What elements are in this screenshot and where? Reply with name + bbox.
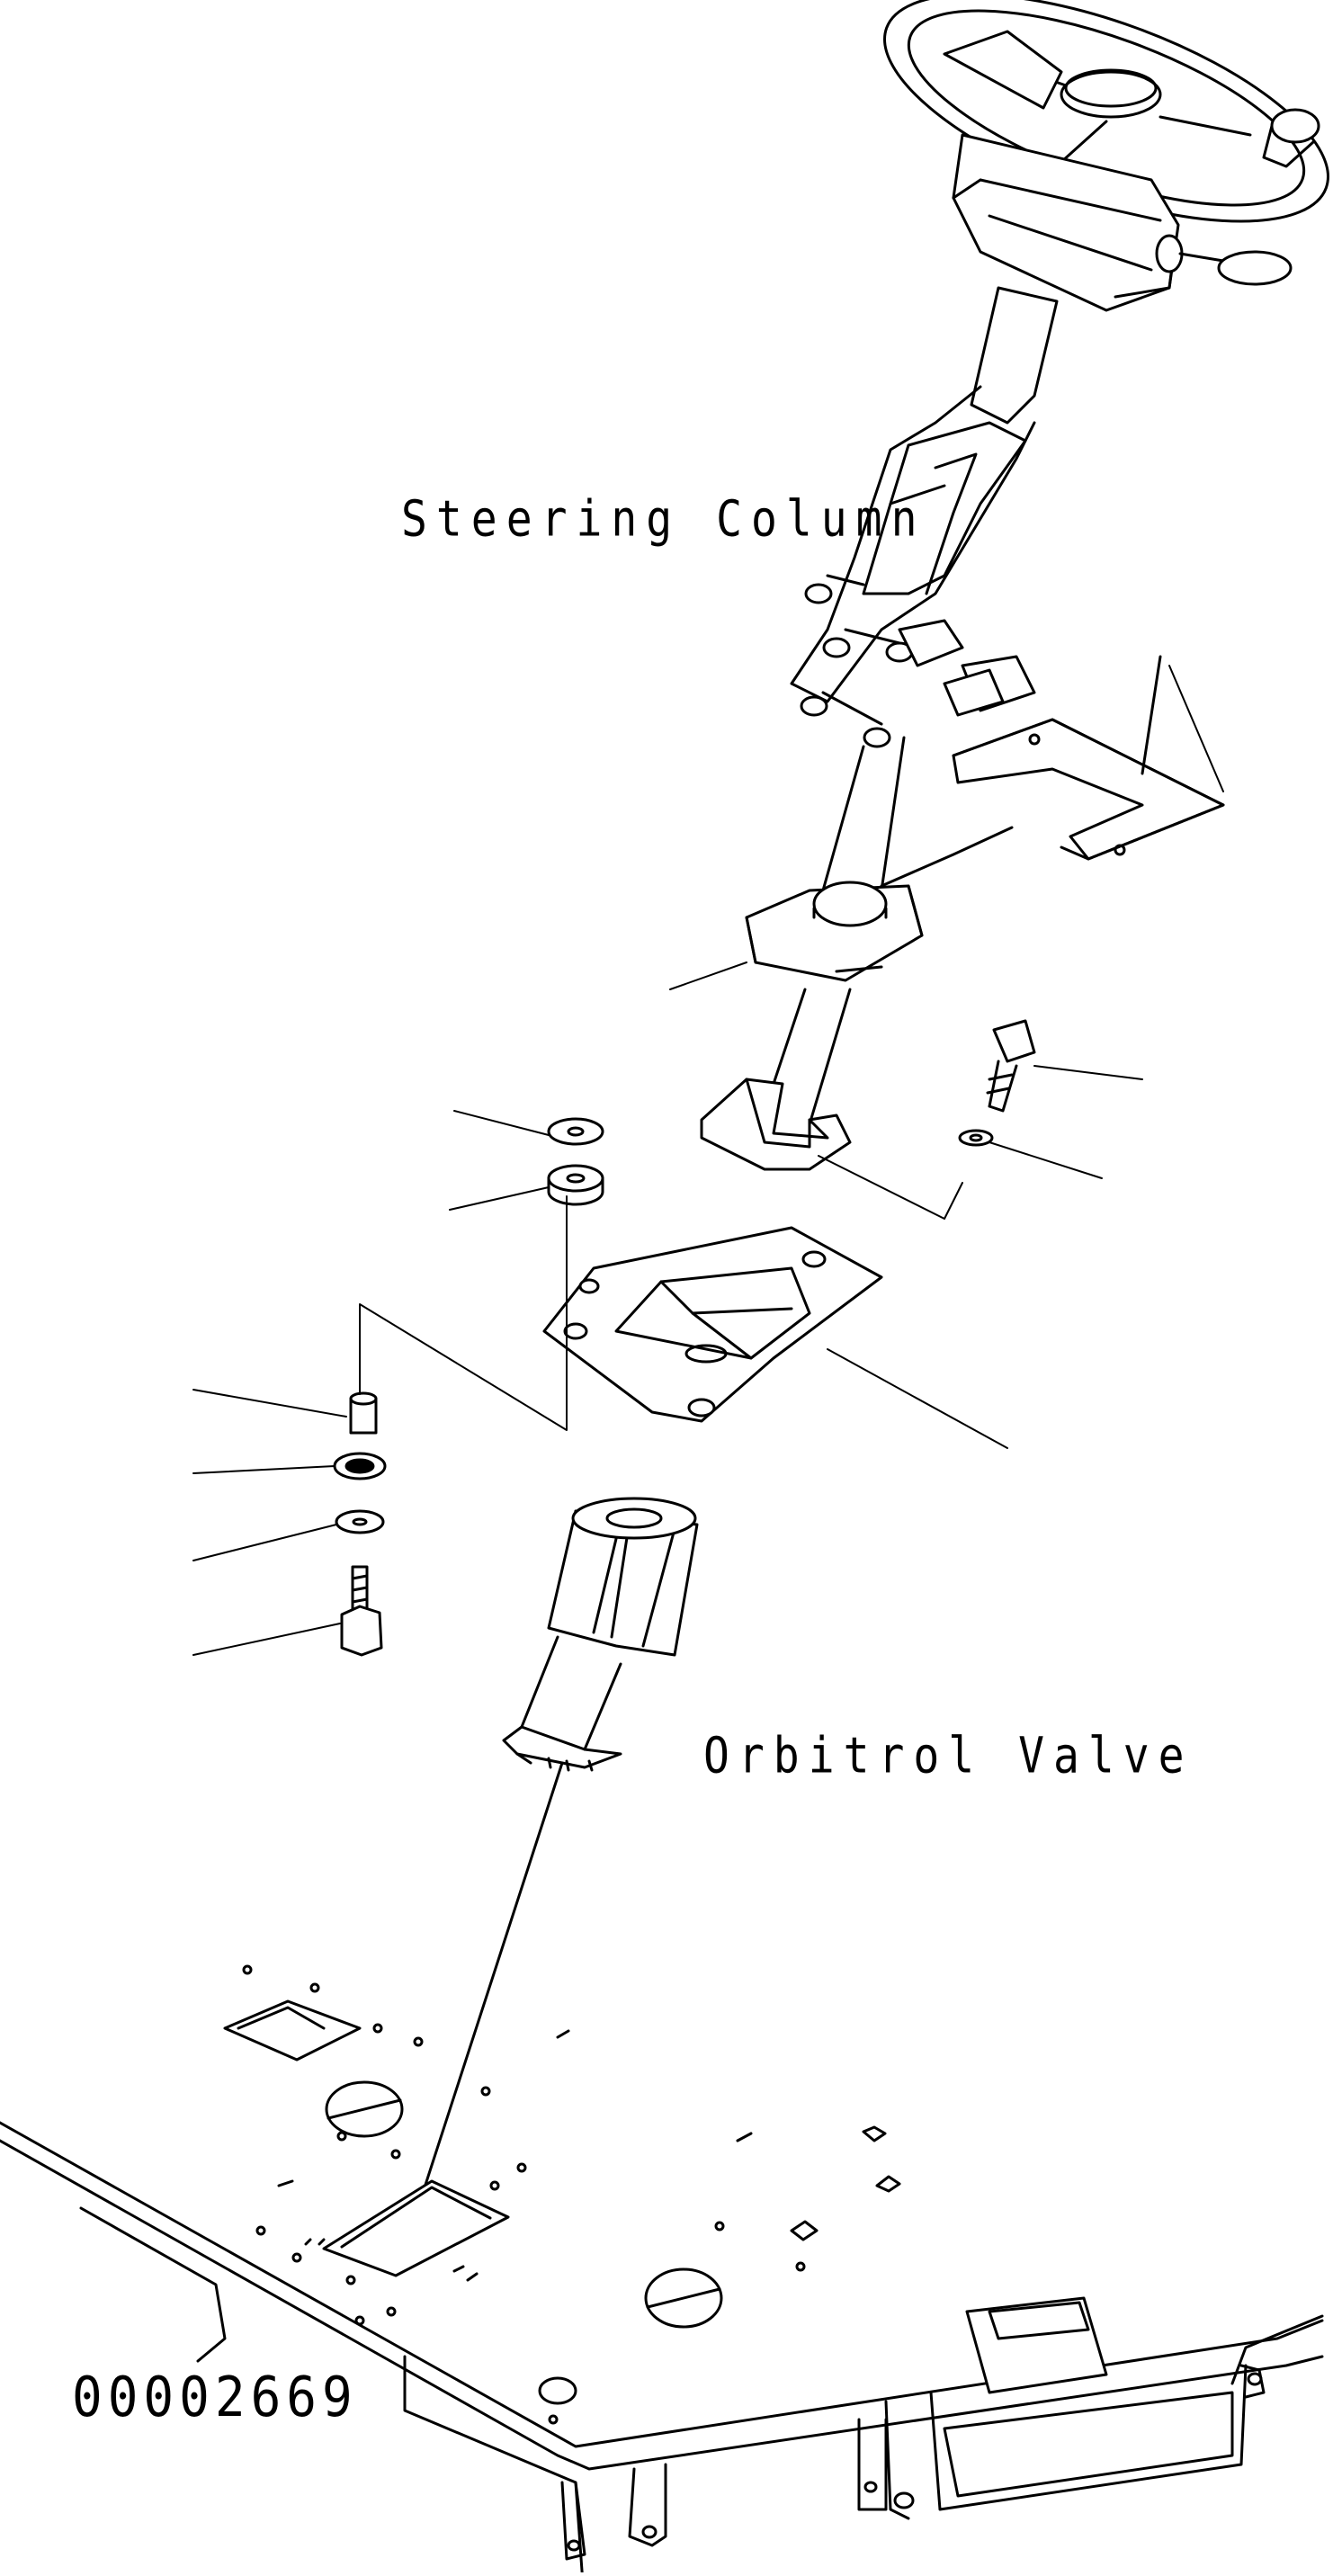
bolt-right xyxy=(958,1019,1036,1147)
steering-wheel xyxy=(883,0,1329,223)
mounting-plate xyxy=(542,1226,883,1423)
lower-bracket xyxy=(700,1078,852,1171)
tilt-bracket xyxy=(790,286,1059,748)
steering-column-label: Steering Column xyxy=(401,490,926,549)
floor-plate xyxy=(0,1964,1324,2576)
orbitrol-valve xyxy=(403,1497,699,2250)
leader-lines xyxy=(192,665,1224,1656)
boot-collar xyxy=(745,826,1014,982)
washer-stack-top xyxy=(547,1117,604,1206)
document-number: 00002669 xyxy=(72,2366,358,2430)
column-head xyxy=(952,133,1293,312)
gasket-plate xyxy=(952,655,1225,861)
orbitrol-valve-label: Orbitrol Valve xyxy=(703,1727,1194,1785)
fastener-stack xyxy=(333,1391,387,1657)
